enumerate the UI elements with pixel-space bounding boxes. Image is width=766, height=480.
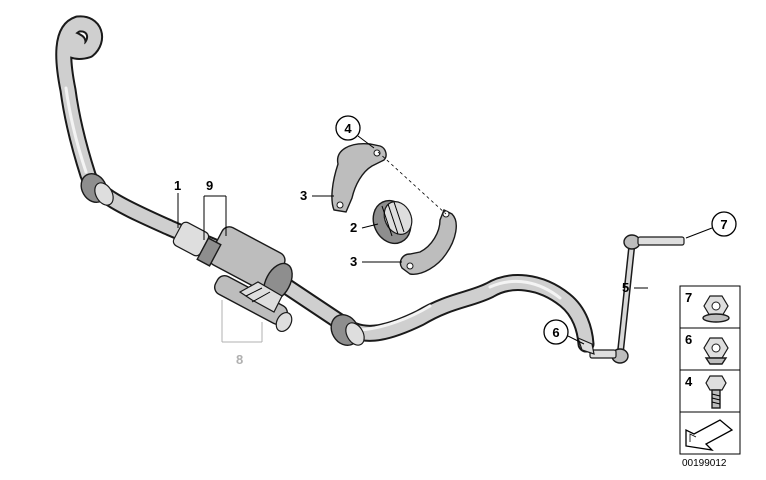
svg-text:3: 3 [350,254,357,269]
stabilizer-bar[interactable] [55,15,595,353]
bracket-upper[interactable] [331,143,387,213]
callout-7-circle[interactable]: 7 [685,211,737,239]
svg-text:8: 8 [236,352,243,367]
rubber-mounting[interactable] [366,194,417,249]
callout-3-lower[interactable]: 3 [350,254,402,269]
callout-4-circle[interactable]: 4 [335,115,375,149]
direction-arrow-icon [685,419,734,451]
callout-1[interactable]: 1 [174,178,181,228]
callout-9[interactable]: 9 [203,178,227,240]
legend-item-6[interactable]: 6 [685,332,729,365]
bar-bushing-right [330,313,365,347]
svg-text:1: 1 [174,178,181,193]
actuator-assembly[interactable] [172,220,298,334]
legend-item-7[interactable]: 7 [685,290,730,323]
bar-end-stud [577,336,595,355]
svg-text:5: 5 [622,280,629,295]
svg-text:2: 2 [350,220,357,235]
callout-5[interactable]: 5 [622,280,648,295]
callout-3-upper[interactable]: 3 [300,188,334,203]
bar-bushing-left [80,172,114,206]
callout-6-circle[interactable]: 6 [543,319,585,345]
svg-text:7: 7 [720,217,727,232]
svg-text:4: 4 [344,121,352,136]
svg-text:7: 7 [685,290,692,305]
svg-text:3: 3 [300,188,307,203]
callout-8[interactable]: 8 [221,300,263,367]
collar-nut-icon [703,337,729,365]
callout-2[interactable]: 2 [350,220,379,235]
svg-text:6: 6 [685,332,692,347]
svg-text:4: 4 [685,374,693,389]
flange-nut-icon [702,295,730,323]
diagram-code: 00199012 [682,458,727,469]
svg-text:6: 6 [552,325,559,340]
svg-text:9: 9 [206,178,213,193]
legend-item-4[interactable]: 4 [685,374,727,409]
link-rod[interactable] [589,234,685,364]
hex-bolt-icon [705,375,727,409]
